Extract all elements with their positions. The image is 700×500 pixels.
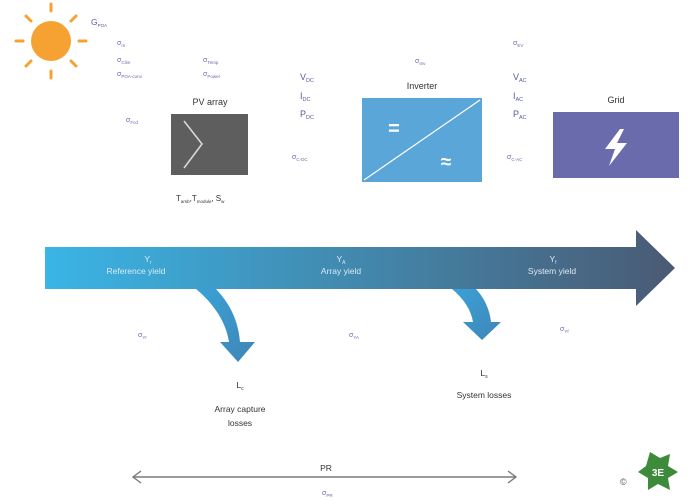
sigma-yf-label: σYf [560,326,569,334]
pv-array-label: PV array [192,97,228,107]
system-yield-symbol: Yf [549,254,557,266]
sigma-inv-label: σInv [415,58,426,66]
inverter-box [362,98,482,182]
p-ac-label: PAC [513,109,527,121]
pv-temperature-labels: Tamb,Tmodule,Sw [176,194,225,204]
array-capture-loss-arrow [196,289,255,362]
lightning-icon [605,129,627,166]
sun-icon [14,2,88,80]
sigma-temp-label: σTemp [203,57,219,65]
p-dc-label: PDC [300,109,314,121]
sigma-pr-label: σPR [322,490,333,498]
yield-flow-arrow [45,230,675,306]
copyright-symbol: © [620,477,627,487]
sigma-fcd-label: σFcd [126,117,138,125]
capture-loss-symbol: Lc [236,380,244,392]
sigma-poa-conv-label: σPOA-conv [117,71,143,79]
g-poa-label: GPOA [91,17,107,28]
sigma-c-dc-label: σC-DC [292,154,308,162]
array-yield-label: Array yield [321,266,361,276]
sigma-m-label: σm [117,40,125,48]
reference-yield-symbol: Yr [144,254,152,266]
pv-array-box [171,114,248,175]
sigma-ya-label: σYA [349,332,359,340]
capture-loss-line2: losses [228,418,252,428]
3e-leaf-logo: 3E [638,452,678,490]
system-loss-symbol: Ls [480,368,488,380]
pv-array-diode-icon [183,120,204,169]
i-ac-label: IAC [513,91,523,103]
sigma-power-label: σPower [203,71,221,79]
reference-yield-label: Reference yield [106,266,165,276]
logo-text: 3E [652,468,665,479]
v-dc-label: VDC [300,72,314,84]
pr-label: PR [320,463,332,473]
sigma-c-ac-label: σC-AC [507,154,523,162]
system-yield-label: System yield [528,266,576,276]
v-ac-label: VAC [513,72,527,84]
pr-double-arrow [131,470,518,484]
grid-label: Grid [607,95,624,105]
array-yield-symbol: YA [336,254,346,266]
grid-box [553,112,679,178]
approx-icon: ≈ [441,152,452,173]
sigma-yr-label: σYr [138,332,147,340]
sigma-clim-label: σClim [117,57,131,65]
i-dc-label: IDC [300,91,310,103]
system-loss-label: System losses [457,390,512,400]
capture-loss-line1: Array capture [214,404,265,414]
system-loss-arrow [452,289,501,340]
inverter-label: Inverter [407,81,438,91]
equals-icon: = [388,118,400,140]
sigma-ev-label: σEV [513,40,523,48]
